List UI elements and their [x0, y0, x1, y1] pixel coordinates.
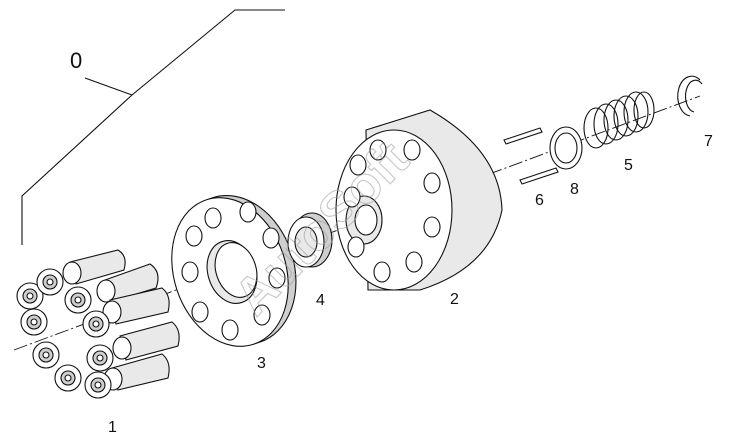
label-spring: 5	[624, 157, 633, 174]
piston-2	[96, 263, 159, 303]
piston-shoe-7	[86, 344, 114, 372]
piston-5	[103, 353, 170, 391]
spring	[583, 91, 655, 149]
piston-shoe-9	[84, 371, 112, 399]
label-pistons: 1	[108, 419, 117, 436]
cylinder-block-bores	[343, 139, 441, 283]
piston-shoe-8	[54, 364, 82, 392]
cylinder-block	[335, 109, 503, 291]
label-washer: 8	[570, 181, 579, 198]
piston-4	[112, 321, 180, 361]
label-pin: 6	[535, 192, 544, 209]
pins	[503, 127, 559, 185]
retainer-plate-holes	[181, 201, 286, 341]
label-group: 0	[70, 48, 82, 73]
retainer-plate	[171, 194, 297, 347]
piston-shoe-1	[16, 282, 44, 310]
piston-shoe-6	[32, 341, 60, 369]
piston-shoe-5	[82, 310, 110, 338]
washer	[549, 126, 583, 170]
piston-shoe-2	[36, 268, 64, 296]
snap-ring	[677, 75, 703, 117]
label-swash-plate: 3	[257, 355, 266, 372]
label-cylinder-block: 2	[450, 291, 459, 308]
piston-assembly	[16, 249, 180, 399]
piston-shoe-3	[64, 286, 92, 314]
label-ball-guide: 4	[316, 292, 325, 309]
piston-1	[62, 249, 126, 285]
group-bracket	[21, 9, 285, 245]
ball-guide	[287, 212, 333, 268]
label-snap-ring: 7	[704, 133, 713, 150]
piston-shoe-4	[20, 308, 48, 336]
